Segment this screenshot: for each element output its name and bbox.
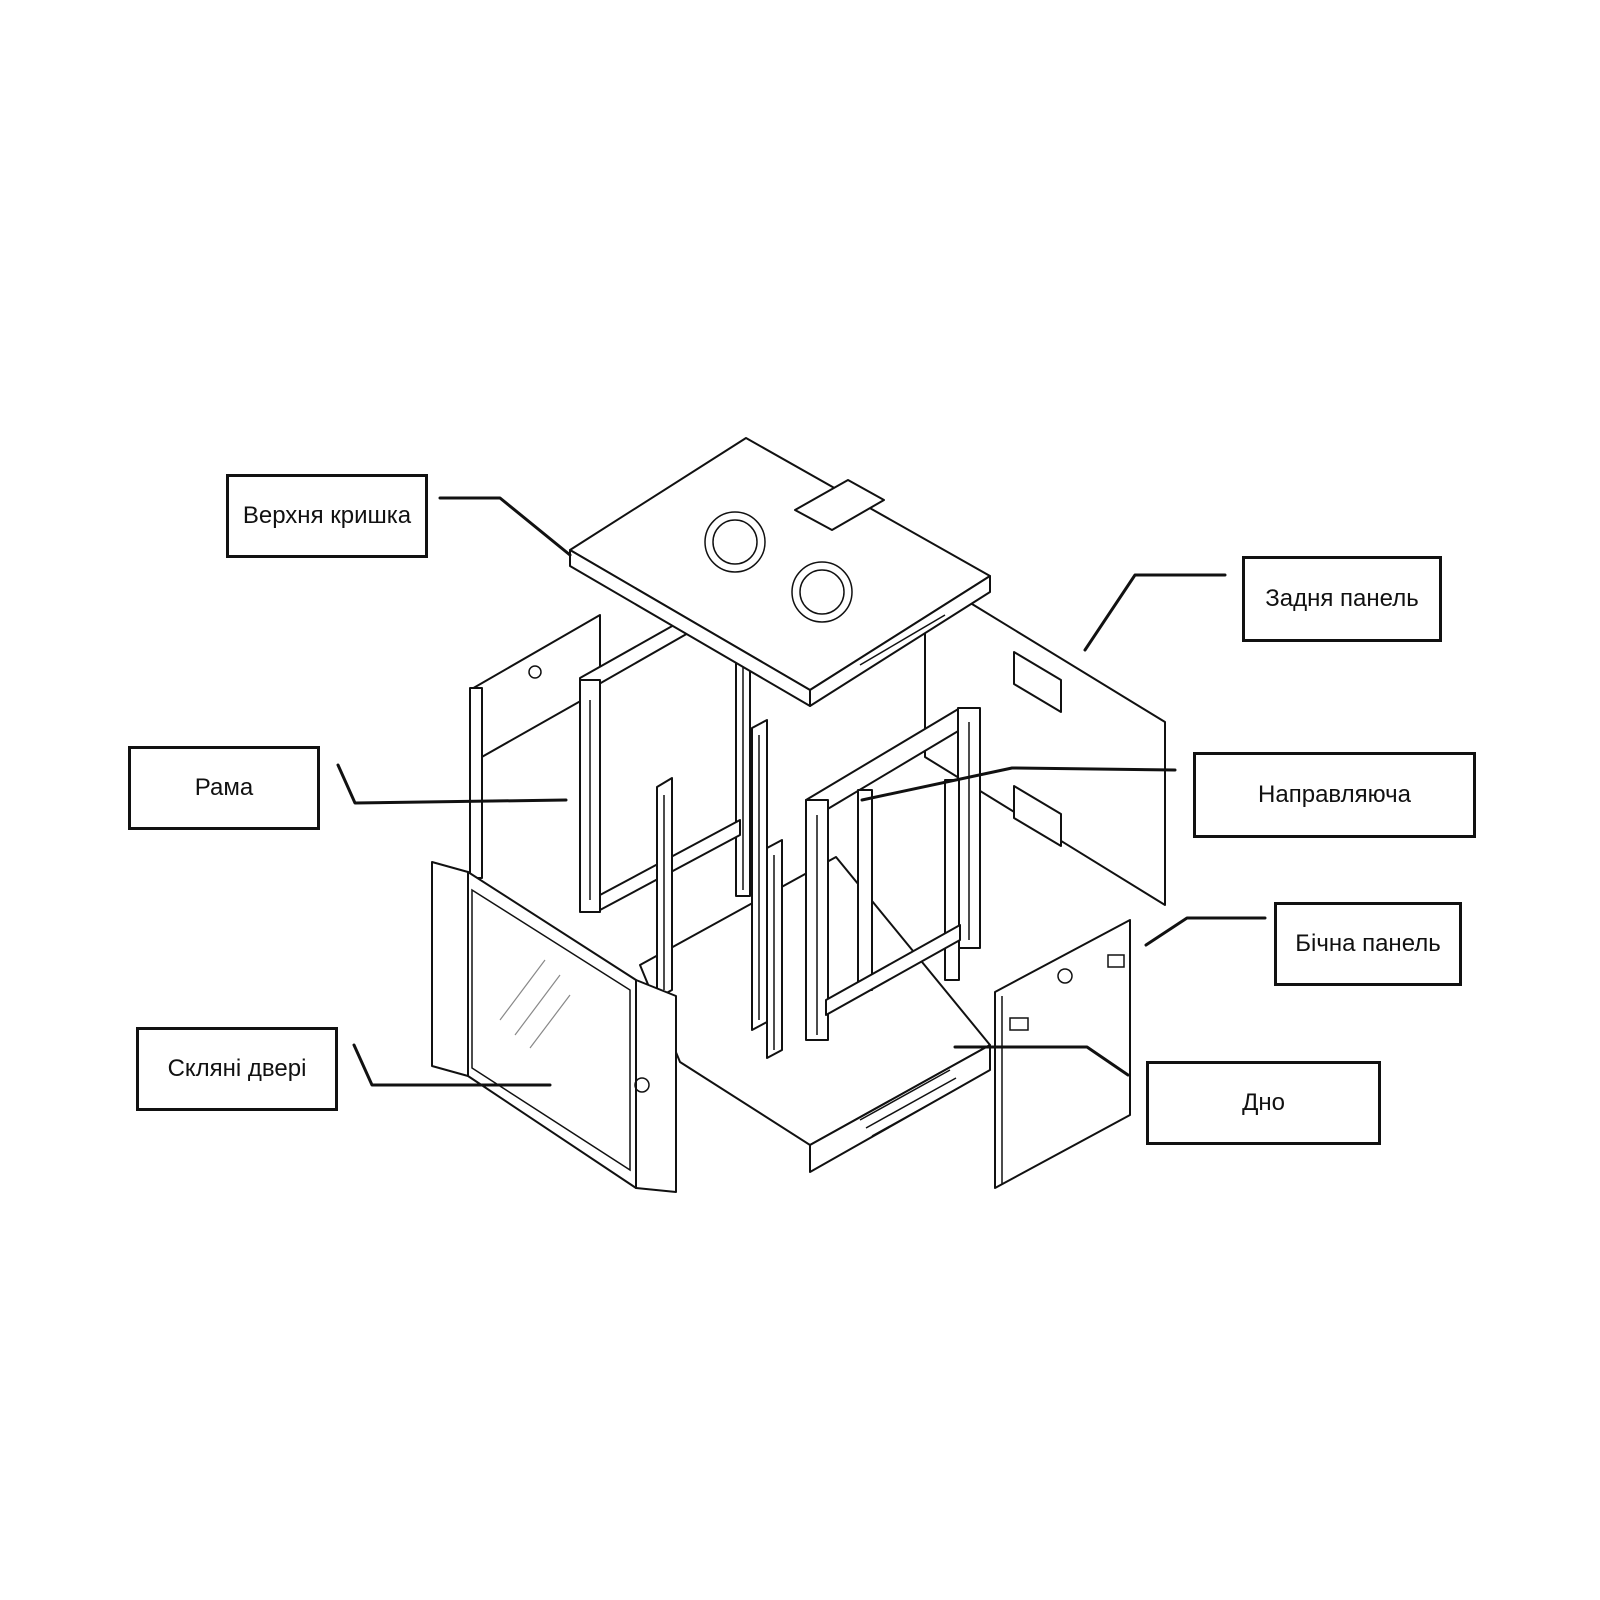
guide-rails-drawing (656, 719, 783, 1059)
side-panel-label: Бічна панель (1274, 902, 1462, 986)
leader-top-cover (438, 496, 572, 557)
bottom-label: Дно (1146, 1061, 1381, 1145)
top-cover-label: Верхня кришка (226, 474, 428, 558)
leader-back-panel (1083, 573, 1227, 652)
leader-guide-rail (860, 766, 1177, 802)
side-panel-drawing (994, 919, 1131, 1189)
top-cover-drawing (569, 437, 991, 707)
back-panel-label: Задня панель (1242, 556, 1442, 642)
leader-frame (336, 763, 568, 805)
frame-label: Рама (128, 746, 320, 830)
glass-door-label: Скляні двері (136, 1027, 338, 1111)
glass-door-drawing (431, 861, 677, 1193)
leader-lines (336, 496, 1267, 1087)
frame-right-drawing (805, 707, 981, 1041)
leader-bottom (953, 1045, 1130, 1077)
guide-rail-label: Направляюча (1193, 752, 1476, 838)
leader-side-panel (1144, 916, 1267, 947)
leader-glass-door (352, 1043, 552, 1087)
back-panel-drawing (924, 603, 1166, 906)
frame-left-drawing (579, 615, 751, 913)
